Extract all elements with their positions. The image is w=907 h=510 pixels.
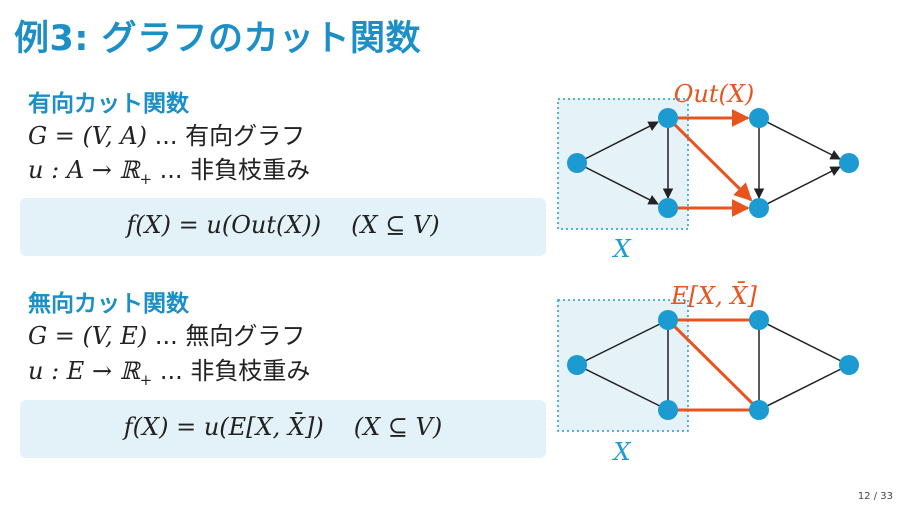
- undirected-weight-def: u : E → ℝ+ ... 非負枝重み: [28, 351, 310, 389]
- undirected-heading: 無向カット関数: [28, 291, 189, 317]
- directed-edge: [758, 166, 841, 209]
- undirected-graph-math: G = (V, E): [28, 322, 148, 350]
- graph-node: [567, 153, 587, 173]
- graph-node: [567, 355, 587, 375]
- undirected-cut-edge: [666, 318, 761, 412]
- undirected-formula: f(X) = u(E[X, X̄]) (X ⊆ V): [20, 413, 546, 441]
- directed-weight-sub: +: [139, 169, 153, 188]
- slide-title: 例3: グラフのカット関数: [14, 19, 422, 59]
- graph-node: [749, 400, 769, 420]
- directed-set-label: X: [611, 235, 631, 263]
- graph-node: [839, 153, 859, 173]
- undirected-formula-box: f(X) = u(E[X, X̄]) (X ⊆ V): [20, 400, 546, 458]
- graph-node: [658, 108, 678, 128]
- graph-node: [749, 108, 769, 128]
- directed-edge: [576, 121, 659, 164]
- directed-graph: Out(X) X: [557, 80, 859, 263]
- directed-edge: [758, 117, 841, 160]
- graph-node: [658, 198, 678, 218]
- directed-formula-cond: (X ⊆ V): [351, 211, 440, 239]
- undirected-edge: [758, 319, 850, 366]
- cut-figures: Out(X) X E[X, X̄] X: [557, 80, 859, 466]
- undirected-formula-lhs: f(X) = u(E[X, X̄]): [123, 413, 324, 441]
- undirected-graph-def: G = (V, E) ... 無向グラフ: [28, 316, 305, 351]
- graph-node: [839, 355, 859, 375]
- graph-node: [658, 310, 678, 330]
- undirected-cut-label: E[X, X̄]: [670, 282, 757, 310]
- undirected-weight-math: u : E → ℝ: [28, 357, 140, 385]
- directed-formula-box: f(X) = u(Out(X)) (X ⊆ V): [20, 198, 546, 256]
- directed-graph-math: G = (V, A): [28, 122, 147, 150]
- undirected-edge: [576, 319, 669, 366]
- directed-cut-label: Out(X): [674, 80, 755, 108]
- graph-node: [658, 400, 678, 420]
- directed-graph-def: G = (V, A) ... 有向グラフ: [28, 116, 305, 151]
- directed-formula-lhs: f(X) = u(Out(X)): [126, 211, 322, 239]
- directed-weight-text: ... 非負枝重み: [152, 156, 311, 184]
- undirected-edge: [758, 364, 850, 411]
- undirected-edge: [576, 364, 669, 411]
- directed-graph-text: ... 有向グラフ: [147, 122, 306, 150]
- undirected-weight-sub: +: [139, 370, 153, 389]
- page-number: 12 / 33: [857, 491, 893, 502]
- directed-cut-edge: [666, 116, 753, 202]
- directed-weight-def: u : A → ℝ+ ... 非負枝重み: [28, 150, 310, 188]
- undirected-graph-text: ... 無向グラフ: [147, 322, 306, 350]
- undirected-formula-cond: (X ⊆ V): [353, 413, 443, 441]
- undirected-set-label: X: [611, 438, 631, 466]
- directed-weight-math: u : A → ℝ: [28, 156, 140, 184]
- directed-formula: f(X) = u(Out(X)) (X ⊆ V): [20, 211, 546, 239]
- graph-node: [749, 198, 769, 218]
- directed-edge: [576, 162, 659, 205]
- graph-node: [749, 310, 769, 330]
- undirected-graph: E[X, X̄] X: [557, 282, 859, 466]
- undirected-weight-text: ... 非負枝重み: [152, 357, 311, 385]
- directed-heading: 有向カット関数: [28, 91, 189, 117]
